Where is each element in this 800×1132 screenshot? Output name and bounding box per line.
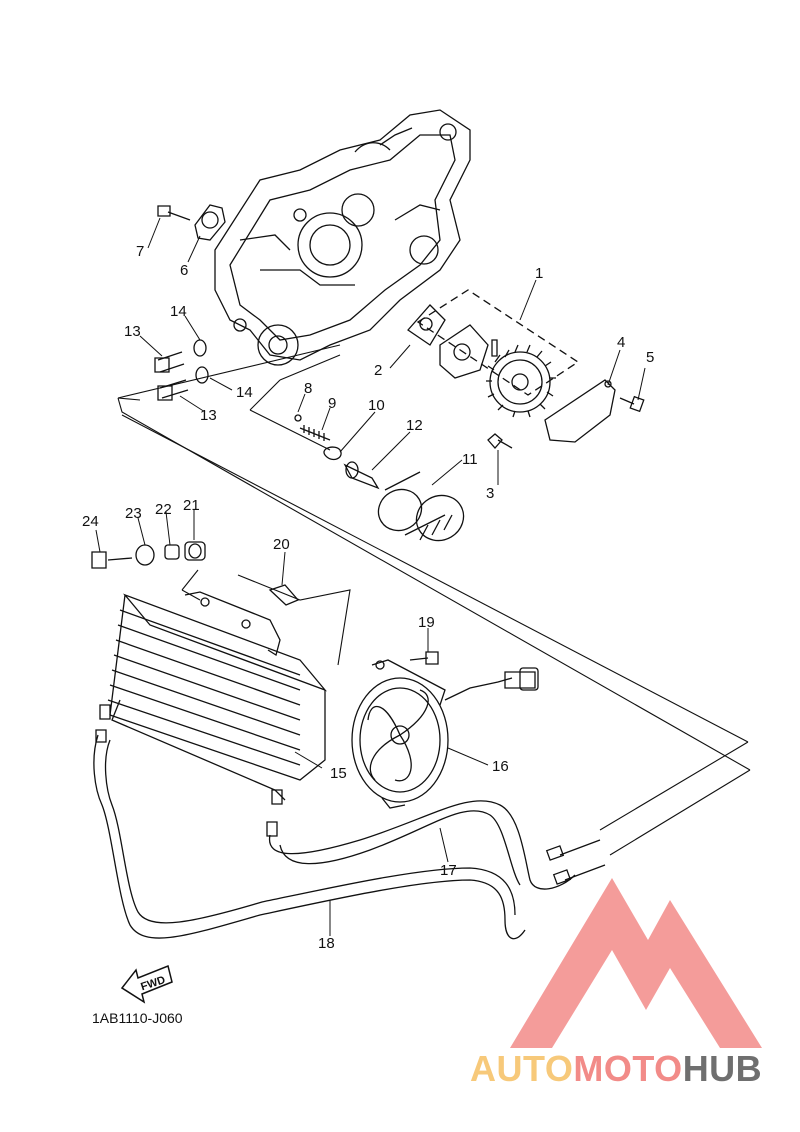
callout-14-upper: 14 xyxy=(170,303,187,320)
oil-hoses xyxy=(94,730,605,939)
bolt-19 xyxy=(410,658,428,660)
bracket-20 xyxy=(270,585,298,605)
brand-moto: MOTO xyxy=(573,1048,683,1089)
callout-6: 6 xyxy=(180,262,188,279)
bolt-7 xyxy=(168,212,190,220)
callout-1: 1 xyxy=(535,265,543,282)
callout-24: 24 xyxy=(82,513,99,530)
fwd-arrow-icon: FWD xyxy=(118,958,174,1004)
callout-13-lower: 13 xyxy=(200,407,217,424)
callout-19: 19 xyxy=(418,614,435,631)
fittings-13-14 xyxy=(155,340,208,400)
union-bolt-12 xyxy=(345,465,378,488)
callout-8: 8 xyxy=(304,380,312,397)
callout-2: 2 xyxy=(374,362,382,379)
reference-code: 1AB1110-J060 xyxy=(92,1010,183,1026)
callout-10: 10 xyxy=(368,397,385,414)
callout-17: 17 xyxy=(440,862,457,879)
clip-10 xyxy=(324,447,341,459)
callout-23: 23 xyxy=(125,505,142,522)
brand-auto: AUTO xyxy=(470,1048,574,1089)
callout-15: 15 xyxy=(330,765,347,782)
hardware-21-24 xyxy=(92,542,205,568)
callout-20: 20 xyxy=(273,536,290,553)
ball-8 xyxy=(295,415,301,421)
callout-11: 11 xyxy=(462,451,478,468)
oil-filter-11 xyxy=(371,472,472,549)
callout-14-lower: 14 xyxy=(236,384,253,401)
callout-18: 18 xyxy=(318,935,335,952)
callout-12: 12 xyxy=(406,417,423,434)
watermark-logo xyxy=(510,878,762,1048)
callout-9: 9 xyxy=(328,395,336,412)
callout-labels: 1 2 3 4 5 6 7 8 9 10 11 12 13 13 14 14 1… xyxy=(82,243,654,952)
callout-3: 3 xyxy=(486,485,494,502)
crankcase xyxy=(215,110,470,365)
leader-lines xyxy=(96,218,645,936)
brand-hub: HUB xyxy=(682,1048,763,1089)
oil-pump-assembly xyxy=(408,289,580,448)
callout-22: 22 xyxy=(155,501,172,518)
callout-5: 5 xyxy=(646,349,654,366)
watermark-brand: AUTOMOTOHUB xyxy=(470,1048,762,1090)
callout-7: 7 xyxy=(136,243,144,260)
callout-21: 21 xyxy=(183,497,200,514)
callout-4: 4 xyxy=(617,334,625,351)
callout-13-upper: 13 xyxy=(124,323,141,340)
gasket-6 xyxy=(195,205,225,240)
spring-9 xyxy=(300,425,330,441)
cooling-fan-16 xyxy=(352,660,538,808)
callout-16: 16 xyxy=(492,758,509,775)
pump-cover xyxy=(545,380,615,442)
grouping-lines xyxy=(118,345,750,855)
oil-cooler-15 xyxy=(100,592,325,804)
